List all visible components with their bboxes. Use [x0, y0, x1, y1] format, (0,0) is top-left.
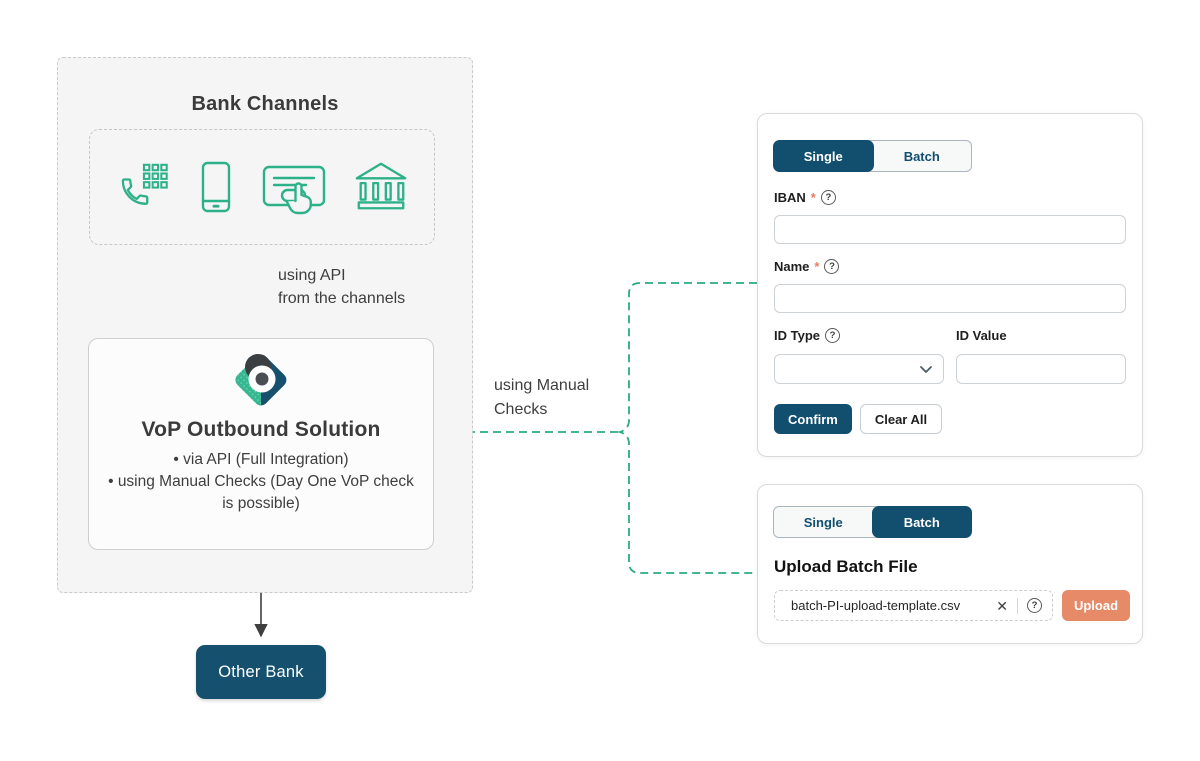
using-manual-checks-label: using Manual Checks [494, 377, 590, 418]
tab-batch[interactable]: Batch [903, 148, 940, 164]
help-icon[interactable]: ? [820, 190, 836, 205]
using-api-label: using API from the channels [278, 267, 406, 307]
clear-all-button[interactable]: Clear All [859, 404, 943, 434]
vop-bullet: using Manual Checks (Day One VoP check i… [103, 471, 419, 515]
name-input[interactable] [774, 284, 1126, 313]
iban-label-row: IBAN * ? [774, 190, 836, 205]
name-label-row: Name * ? [774, 259, 840, 274]
name-label: Name [774, 259, 810, 274]
panels-junction-connector [617, 282, 757, 574]
iban-input[interactable] [774, 215, 1126, 244]
vop-logo-icon [235, 354, 287, 406]
id-type-select[interactable] [774, 354, 944, 384]
smartphone-icon [195, 158, 237, 216]
bank-channels-title: Bank Channels [191, 93, 339, 115]
help-icon[interactable]: ? [825, 328, 840, 343]
batch-upload-panel: Single Batch Upload Batch File batch-PI-… [757, 484, 1143, 644]
help-icon[interactable]: ? [1027, 598, 1042, 613]
close-icon[interactable]: ✕ [996, 597, 1008, 614]
online-banking-icon [261, 158, 327, 216]
upload-batch-file-heading: Upload Batch File [774, 557, 918, 576]
id-value-label: ID Value [956, 328, 1007, 343]
batch-panel-tab-group: Single Batch [773, 506, 972, 538]
vop-title: VoP Outbound Solution [141, 418, 381, 441]
vop-bullet: via API (Full Integration) [103, 449, 419, 471]
id-type-label-row: ID Type ? [774, 328, 840, 343]
form-buttons-row: Confirm Clear All [774, 404, 943, 434]
tab-single[interactable]: Single [803, 514, 843, 530]
iban-label: IBAN [774, 190, 806, 205]
id-value-input[interactable] [956, 354, 1126, 384]
bank-channels-icons-box [89, 129, 435, 245]
tab-single[interactable]: Single [774, 141, 873, 171]
divider [1017, 597, 1018, 614]
file-name-text: batch-PI-upload-template.csv [791, 598, 961, 613]
required-marker: * [810, 190, 816, 205]
vop-outbound-solution-node: VoP Outbound Solution via API (Full Inte… [88, 338, 434, 550]
required-marker: * [814, 259, 820, 274]
id-type-label: ID Type [774, 328, 820, 343]
confirm-button[interactable]: Confirm [774, 404, 852, 434]
help-icon[interactable]: ? [824, 259, 840, 274]
vop-bullet-list: via API (Full Integration) using Manual … [89, 449, 433, 515]
file-upload-row: batch-PI-upload-template.csv ✕ ? Upload [774, 590, 1130, 621]
tab-batch[interactable]: Batch [872, 507, 971, 537]
single-panel-tab-group: Single Batch [773, 140, 972, 172]
bank-branch-icon [352, 158, 410, 216]
other-bank-node: Other Bank [196, 645, 326, 699]
id-value-label-row: ID Value [956, 328, 1007, 343]
file-input[interactable]: batch-PI-upload-template.csv ✕ ? [774, 590, 1053, 621]
phone-keypad-icon [114, 159, 170, 215]
single-check-panel: Single Batch IBAN * ? Name * ? ID Type ?… [757, 113, 1143, 457]
upload-button[interactable]: Upload [1062, 590, 1130, 621]
chevron-down-icon [920, 365, 932, 373]
